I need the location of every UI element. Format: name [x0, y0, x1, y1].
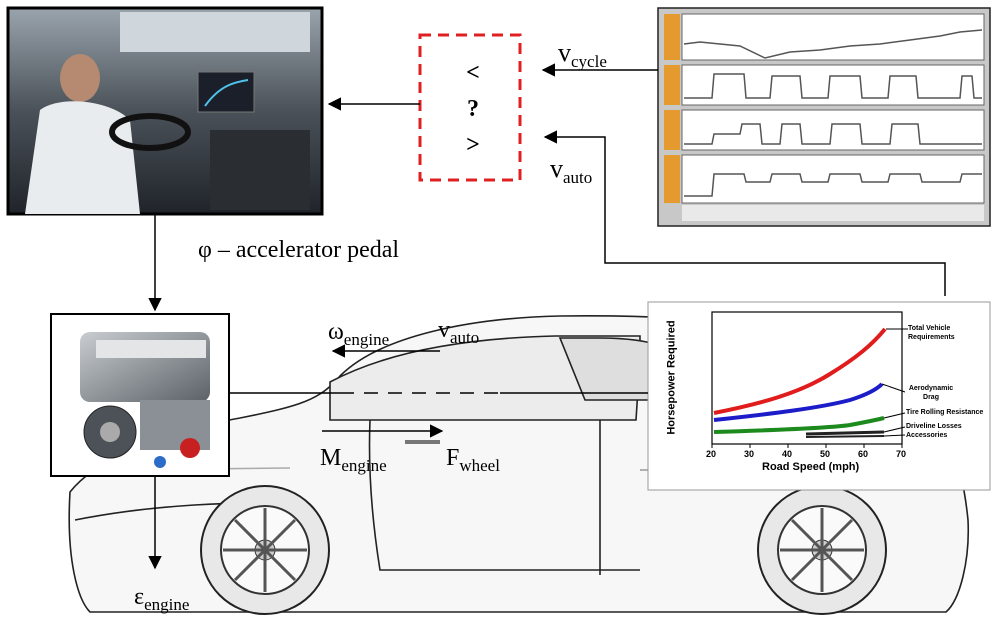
cycle-subchart-3 — [664, 109, 985, 151]
power-chart-tick-60: 60 — [858, 449, 869, 459]
power-chart-tick-30: 30 — [744, 449, 755, 459]
front-wheel — [200, 485, 330, 615]
curve-label-driveline: Driveline Losses — [906, 423, 962, 430]
label-accelerator-pedal: φ – accelerator pedal — [198, 237, 400, 263]
cycle-subchart-1 — [664, 13, 985, 61]
power-chart-ylabel: Horsepower Required — [665, 320, 678, 435]
curve-label-total: Total Vehicle Requirements — [908, 325, 955, 341]
power-chart-tick-20: 20 — [706, 449, 717, 459]
cycle-subchart-2 — [664, 64, 985, 106]
curve-tire — [713, 416, 885, 434]
comparator-greater-than: > — [466, 132, 480, 158]
comparator-question: ? — [467, 96, 479, 122]
curve-label-aero: Aerodynamic Drag — [908, 385, 954, 401]
cycle-charts-panel — [657, 7, 991, 227]
label-v-auto-car: vauto — [438, 317, 480, 347]
power-chart-tick-50: 50 — [820, 449, 831, 459]
label-f-wheel: Fwheel — [446, 445, 500, 475]
flow-arrows — [148, 63, 946, 570]
curve-label-accessories: Accessories — [906, 432, 948, 439]
label-epsilon-engine: εengine — [134, 584, 190, 614]
driver-cab-photo — [6, 6, 324, 216]
power-chart-tick-70: 70 — [896, 449, 907, 459]
comparator-box — [418, 33, 522, 182]
curve-total — [713, 327, 887, 415]
label-omega-engine: ωengine — [328, 319, 390, 349]
rear-wheel — [757, 485, 887, 615]
power-chart — [647, 301, 991, 491]
curve-label-tire: Tire Rolling Resistance — [906, 409, 984, 416]
curve-aero — [713, 382, 884, 422]
label-m-engine: Mengine — [320, 445, 387, 475]
curve-accessories — [805, 435, 885, 438]
arrow-vauto-feedback — [543, 130, 946, 296]
power-chart-tick-40: 40 — [782, 449, 793, 459]
label-v-auto-comparator: vauto — [550, 154, 593, 187]
label-v-cycle: vcycle — [558, 38, 607, 71]
power-chart-xlabel: Road Speed (mph) — [762, 461, 860, 473]
comparator-less-than: < — [466, 60, 480, 86]
curve-driveline — [805, 430, 885, 436]
cycle-subchart-4 — [664, 154, 985, 204]
engine-photo — [50, 313, 230, 477]
